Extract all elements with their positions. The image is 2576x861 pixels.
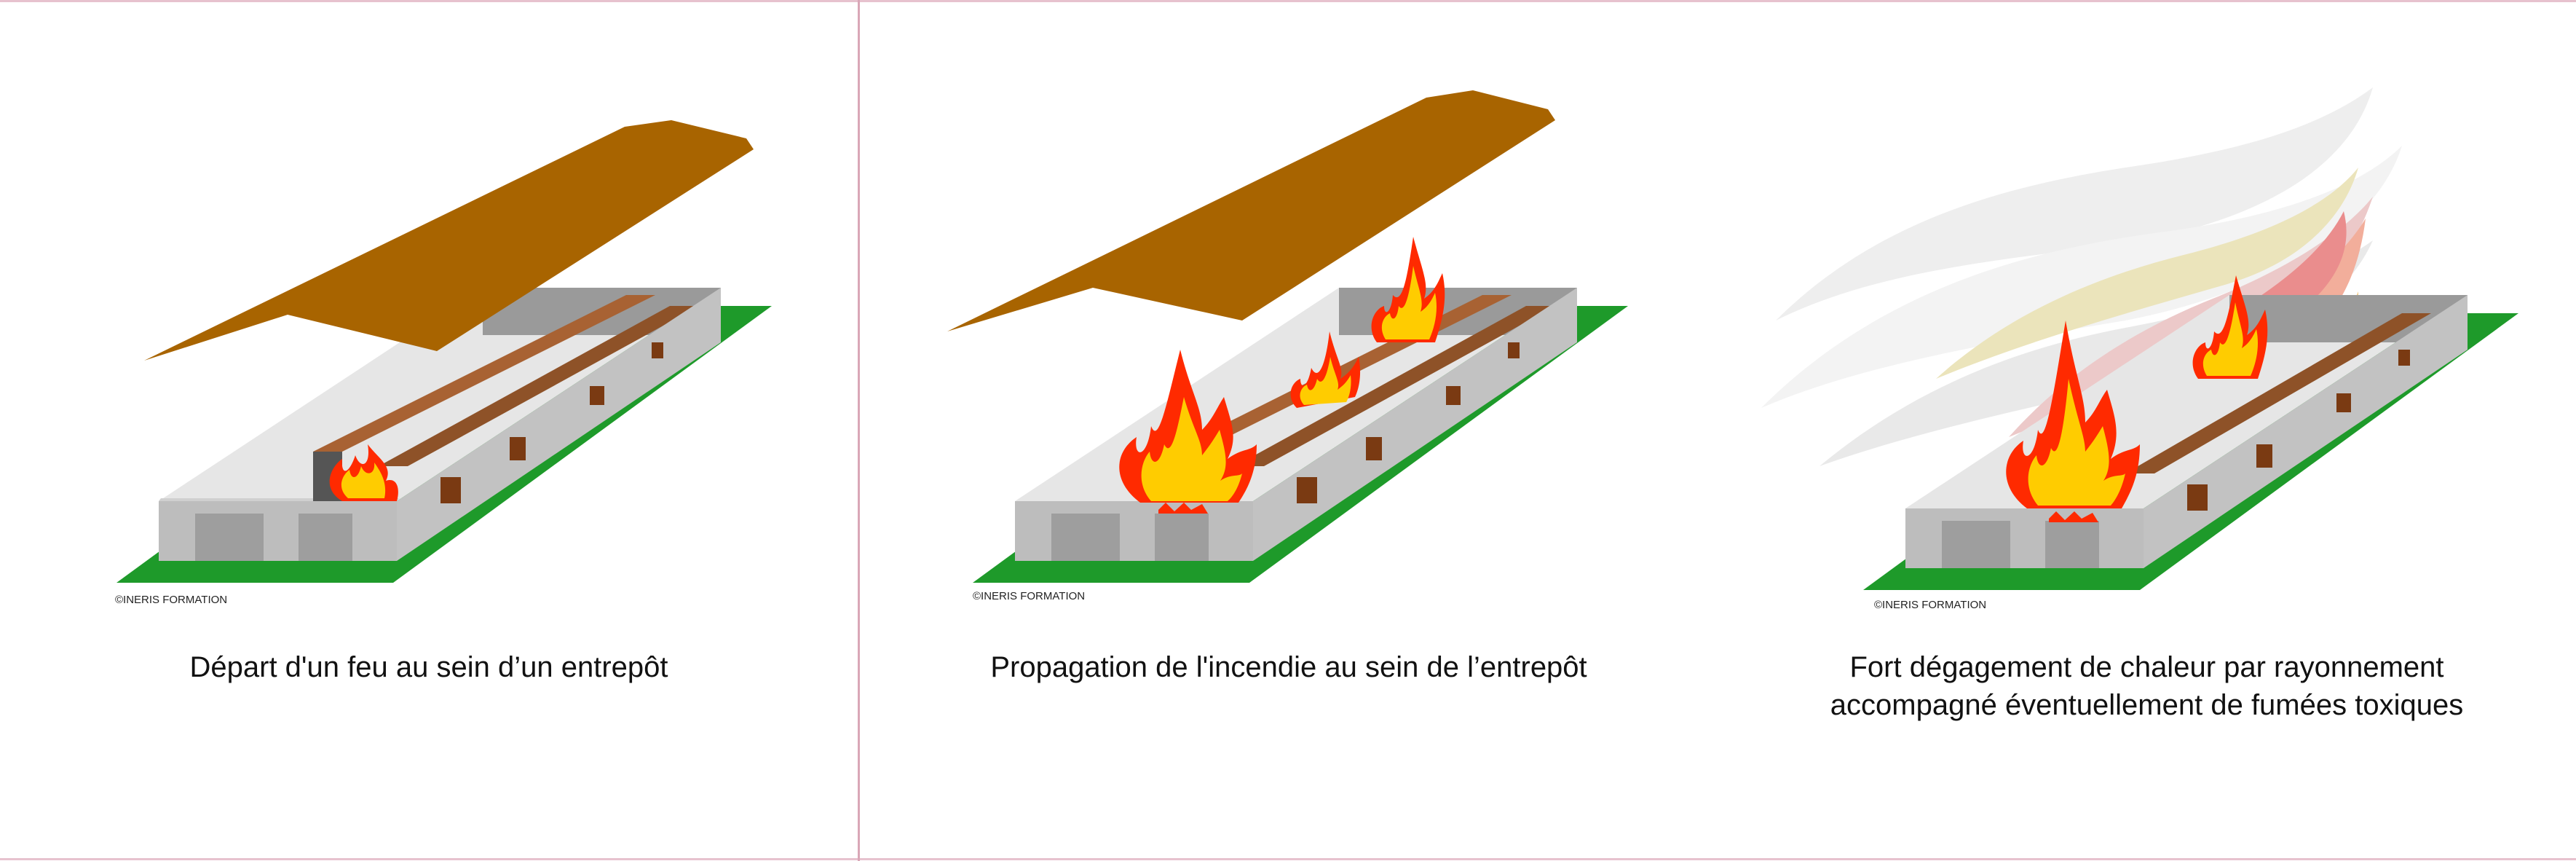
flame-icon [2049, 511, 2098, 522]
loading-door [1051, 514, 1120, 561]
wall-back [2229, 295, 2468, 342]
copyright-credit: ©INERIS FORMATION [115, 594, 228, 606]
roof-panel [144, 120, 754, 361]
flame-icon [2028, 379, 2125, 506]
side-window [510, 437, 526, 460]
flame-icon [1158, 503, 1208, 514]
caption: Départ d'un feu au sein d’un entrepôt [0, 648, 858, 686]
caption: Fort dégagement de chaleur par rayonneme… [1718, 648, 2576, 724]
caption-line: accompagné éventuellement de fumées toxi… [1830, 689, 2464, 721]
flame-icon [341, 463, 386, 498]
wall-side [2144, 295, 2468, 568]
side-window [440, 477, 461, 503]
side-window [652, 342, 663, 358]
panel-fire-spread: ©INERIS FORMATION Propagation de l'incen… [860, 0, 1718, 861]
caption-line: Départ d'un feu au sein d’un entrepôt [189, 651, 668, 683]
wall-side [1253, 288, 1577, 561]
panel-divider [858, 0, 860, 861]
side-window [2398, 350, 2410, 366]
side-window [1508, 342, 1520, 358]
warehouse-illustration-1 [116, 120, 772, 583]
copyright-credit: ©INERIS FORMATION [1874, 599, 1987, 611]
side-window [2336, 393, 2351, 412]
caption: Propagation de l'incendie au sein de l’e… [860, 648, 1718, 686]
bottom-border [0, 858, 2576, 860]
loading-door [195, 514, 264, 561]
flame-icon [1381, 266, 1437, 339]
caption-line: Propagation de l'incendie au sein de l’e… [990, 651, 1587, 683]
flame-icon [1300, 357, 1351, 405]
panel-heat-radiation: ©INERIS FORMATION Fort dégagement de cha… [1718, 0, 2576, 861]
side-window [2256, 444, 2272, 468]
storage-rack [1235, 306, 1555, 466]
copyright-credit: ©INERIS FORMATION [973, 590, 1086, 602]
loading-door [1942, 521, 2010, 568]
side-window [590, 386, 604, 405]
wall-front [159, 501, 397, 561]
side-window [1366, 437, 1382, 460]
side-window [1446, 386, 1461, 405]
wall-side [397, 288, 721, 561]
caption-line: Fort dégagement de chaleur par rayonneme… [1849, 651, 2444, 683]
warehouse-illustration-3 [1761, 87, 2518, 590]
loading-door [1155, 514, 1209, 561]
side-window [2187, 484, 2208, 511]
top-border [0, 0, 2576, 2]
panel-fire-start: ©INERIS FORMATION Départ d'un feu au sei… [0, 0, 858, 861]
storage-rack [379, 306, 699, 466]
wall-front [1905, 508, 2144, 568]
side-window [1297, 477, 1317, 503]
storage-rack [313, 295, 655, 452]
flame-icon [2202, 302, 2259, 376]
flame-icon [1141, 397, 1242, 501]
roof-panel [947, 90, 1555, 331]
warehouse-illustration-2 [947, 90, 1628, 583]
storage-rack [2125, 313, 2431, 473]
loading-door [299, 514, 352, 561]
wall-front [1015, 501, 1253, 561]
loading-door [2045, 521, 2099, 568]
